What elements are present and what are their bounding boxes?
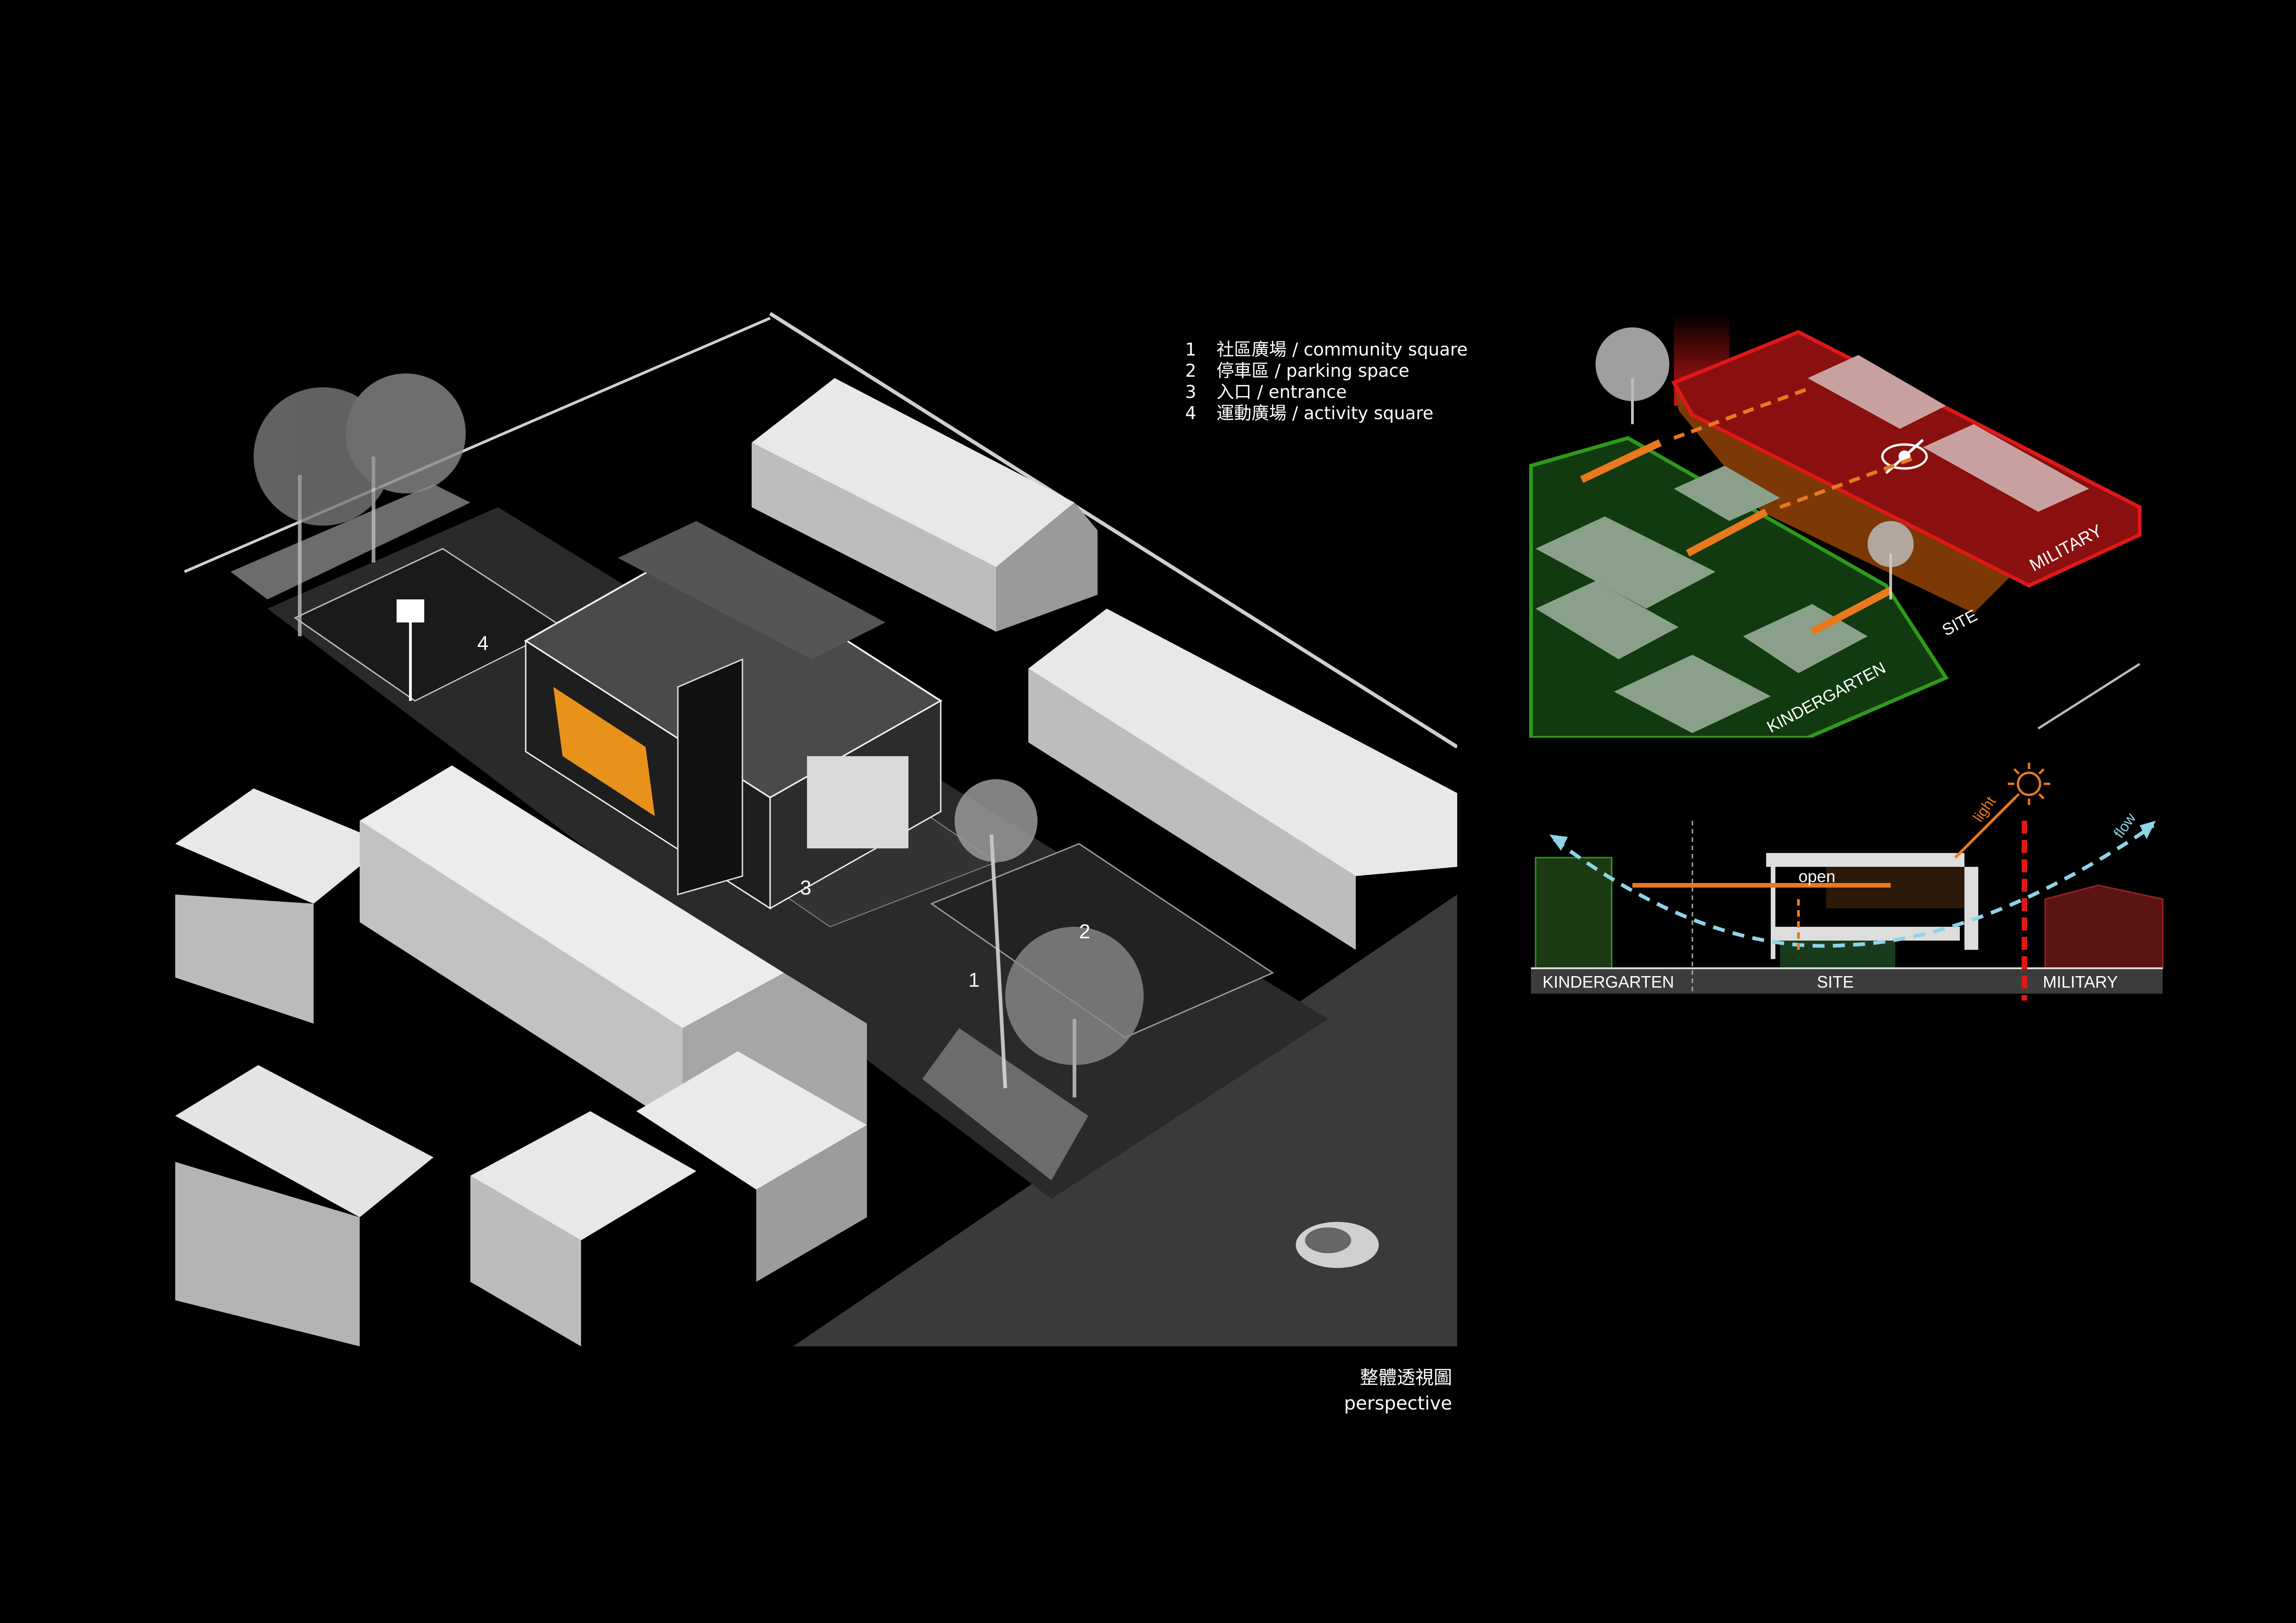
palm-tree [955, 779, 1038, 1089]
street-edge-line [2037, 663, 2141, 730]
street-edge-line [769, 312, 1457, 749]
military-warehouse [1028, 609, 1457, 950]
site-section-diagram: open light flow KINDERGARTEN SITE MILITA… [1531, 763, 2164, 1001]
facade-orange-panel [553, 687, 655, 816]
kindergarten-block [1535, 857, 1613, 969]
plan-marker-2: 2 [1079, 920, 1090, 943]
legend-text: 停車區 / parking space [1216, 361, 1410, 381]
main-building [524, 521, 943, 910]
wind-arrowhead [2140, 821, 2156, 839]
caption-english: perspective [1344, 1393, 1452, 1414]
legend-text: 運動廣場 / activity square [1216, 403, 1434, 423]
light-ray [1954, 796, 2017, 859]
plan-marker-4: 4 [477, 632, 488, 655]
gravel-strip [922, 1028, 1088, 1180]
plan-marker-3: 3 [800, 877, 811, 899]
street-edge-line [184, 317, 771, 573]
view-arrow [1580, 439, 1893, 635]
legend-item: 2 停車區 / parking space [1185, 360, 1468, 381]
legend-item: 3 入口 / entrance [1185, 381, 1468, 403]
section-kindergarten-label: KINDERGARTEN [1543, 972, 1674, 991]
legend-item: 1 社區廣場 / community square [1185, 339, 1468, 360]
legend-number: 1 [1185, 339, 1197, 360]
legend-text: 入口 / entrance [1216, 382, 1347, 402]
caption-chinese: 整體透視圖 [1360, 1367, 1452, 1388]
site-context-diagram: MILITARY SITE KINDERGARTEN [1529, 314, 2142, 738]
section-site-label: SITE [1817, 972, 1854, 991]
wind-arrowhead [1549, 835, 1568, 851]
tree [254, 373, 466, 636]
military-warehouse [752, 378, 1098, 632]
ground-bar [1531, 968, 2163, 994]
military-warehouse [1808, 355, 2089, 512]
tree [1596, 327, 1669, 424]
legend-number: 3 [1185, 382, 1197, 402]
perspective-drawing: 1 2 3 4 [175, 312, 1457, 1346]
sun-icon [2008, 763, 2050, 805]
palm-tree [1868, 521, 1914, 599]
legend-text: 社區廣場 / community square [1216, 339, 1468, 360]
gravel-strip [231, 484, 470, 599]
plan-marker-1: 1 [968, 969, 979, 991]
site-label: SITE [1939, 605, 1981, 640]
military-block [2044, 884, 2164, 969]
legend-number: 4 [1185, 403, 1197, 423]
tree [1005, 927, 1144, 1097]
legend-item: 4 運動廣場 / activity square [1185, 403, 1468, 424]
legend: 1 社區廣場 / community square 2 停車區 / parkin… [1185, 339, 1468, 424]
village-houses [175, 765, 867, 1346]
drawing-caption: 整體透視圖 perspective [1344, 1365, 1452, 1416]
car [1296, 1222, 1379, 1268]
section-military-label: MILITARY [2043, 972, 2118, 991]
kindergarten-zone [1529, 436, 1949, 738]
section-open-label: open [1798, 867, 1835, 886]
wind-flow-curve [1553, 823, 2155, 948]
basketball-backboard [397, 599, 424, 622]
view-arrow-dashed [1673, 385, 1919, 509]
legend-number: 2 [1185, 361, 1197, 381]
facade-perforated-panel [807, 756, 908, 848]
